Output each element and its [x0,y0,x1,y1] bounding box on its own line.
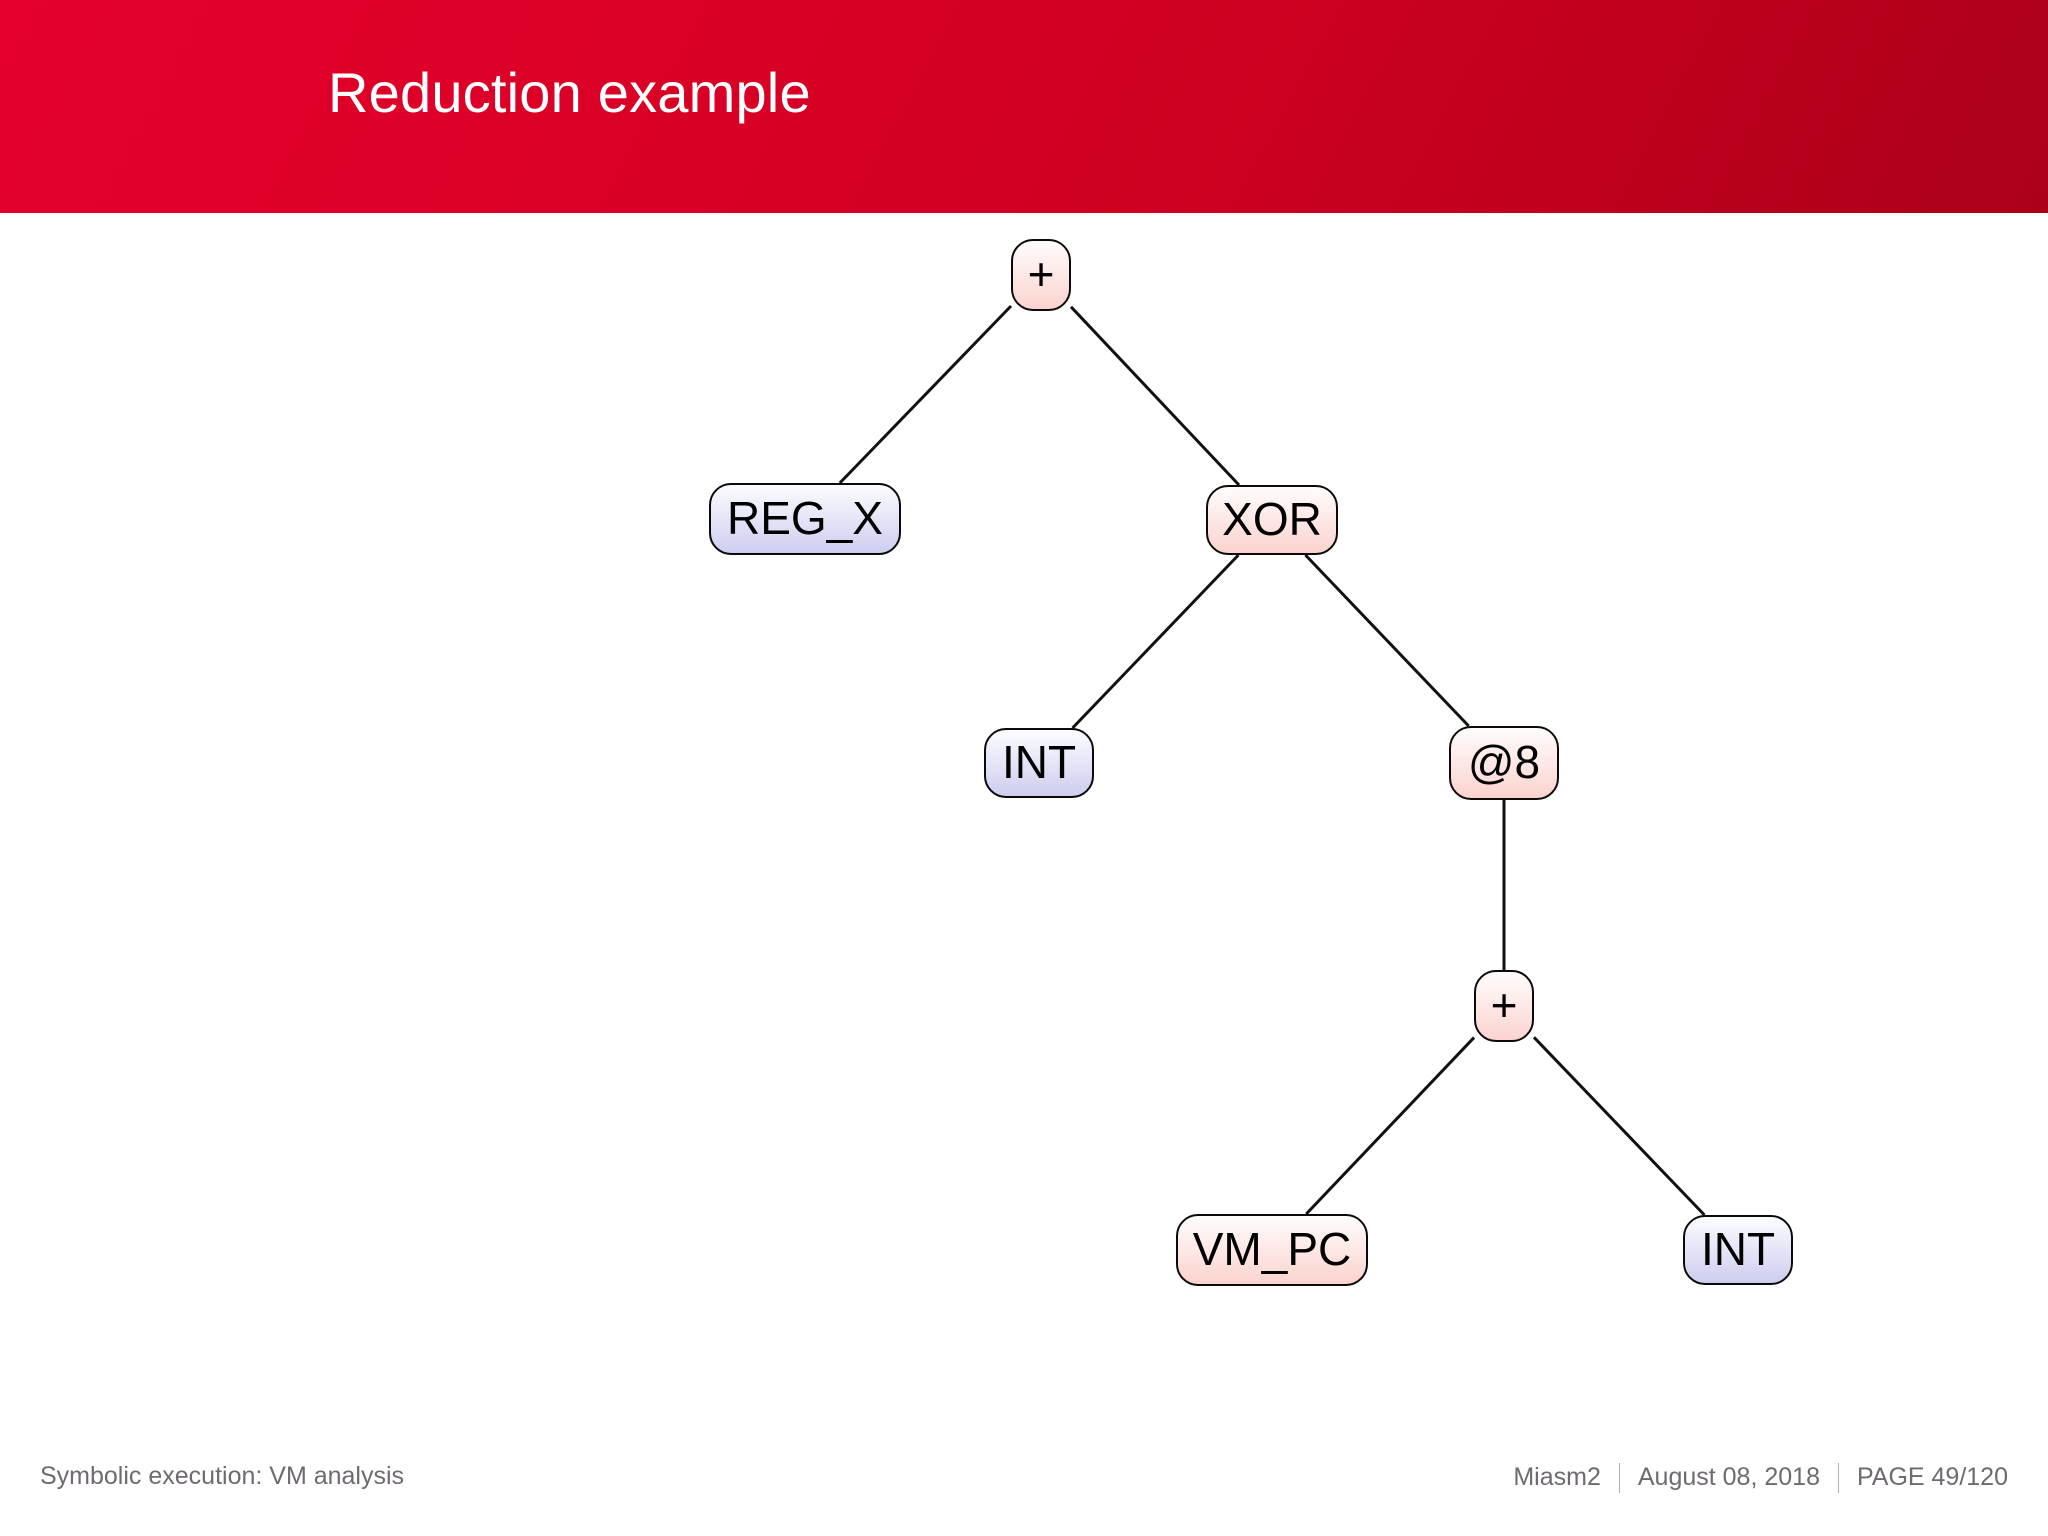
tree-node-label: REG_X [727,492,883,544]
tree-edge [838,304,1013,485]
slide-header: Reduction example [0,0,2048,213]
tree-edge [1304,553,1470,728]
page-title: Reduction example [328,61,811,124]
tree-node-label: + [1027,248,1055,300]
tree-edge [1071,553,1240,730]
slide-footer: Symbolic execution: VM analysis Miasm2 A… [0,1440,2048,1536]
tree-node-label: @8 [1467,736,1541,788]
tree-node-label: VM_PC [1192,1223,1352,1275]
footer-meta: Miasm2 August 08, 2018 PAGE 49/120 [1511,1462,2010,1493]
tree-node-VMPC: VM_PC [1176,1214,1368,1286]
tree-node-label: INT [1700,1223,1776,1275]
tree-edge [1305,1036,1476,1216]
tree-node-XOR: XOR [1206,485,1338,555]
footer-separator-1 [1618,1463,1620,1493]
footer-separator-2 [1837,1463,1839,1493]
tree-node-INT: INT [984,728,1094,798]
footer-project: Miasm2 [1513,1462,1601,1491]
tree-node-label: + [1490,979,1518,1031]
tree-edges [838,304,1706,1217]
tree-node-8: @8 [1449,726,1559,800]
footer-page-number: PAGE 49/120 [1856,1462,2008,1491]
expression-tree-diagram: + REG_X XOR INT @8 + VM_PC INT [0,213,2048,1443]
tree-node-label: XOR [1222,493,1322,545]
tree-node-: + [1011,239,1071,311]
tree-node-label: INT [1001,736,1077,788]
tree-node-: + [1474,970,1534,1042]
tree-edge [1532,1036,1706,1217]
tree-node-INT: INT [1683,1215,1793,1285]
footer-subject: Symbolic execution: VM analysis [40,1462,405,1490]
tree-node-REGX: REG_X [709,483,901,555]
footer-date: August 08, 2018 [1637,1462,1820,1491]
tree-edge [1069,305,1241,487]
